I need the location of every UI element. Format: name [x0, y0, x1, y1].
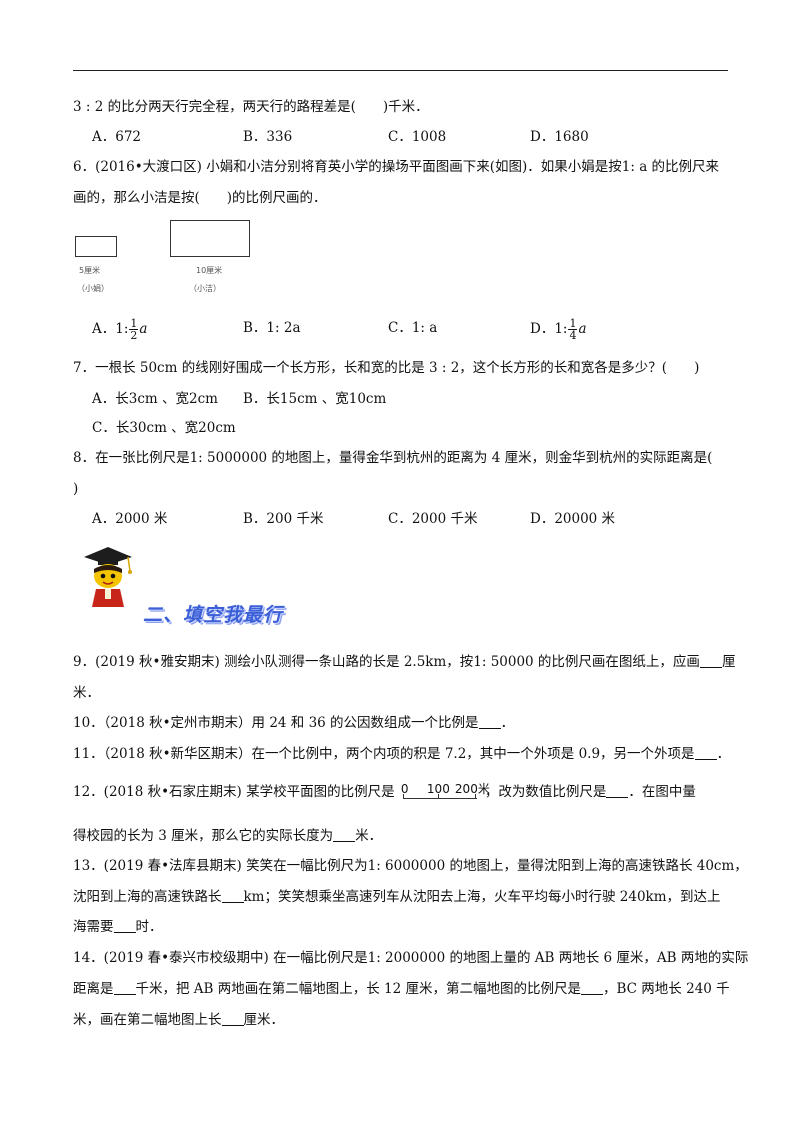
- answer-blank[interactable]: [221, 888, 244, 903]
- q6-option-a-suffix: a: [139, 321, 148, 337]
- q6-option-d-suffix: a: [578, 321, 587, 337]
- question-12-tail: ．在图中量: [628, 784, 696, 800]
- question-12-unit: 米．: [355, 828, 383, 844]
- figure-caption-length-2: 10厘米: [196, 266, 223, 275]
- q5-option-d: D．1680: [530, 129, 589, 145]
- question-13-text-2: 沈阳到上海的高速铁路长: [73, 889, 222, 905]
- q5-option-a: A．672: [92, 129, 142, 145]
- answer-blank[interactable]: [113, 918, 136, 933]
- question-14-unit: 厘米．: [243, 1012, 285, 1028]
- figure-rect-xiaojuan: [75, 236, 117, 257]
- header-rule: [73, 70, 728, 71]
- q7-option-b: B．长15cm 、宽10cm: [243, 391, 387, 407]
- graduate-mascot-icon: [84, 547, 132, 607]
- scale-label-0: 0: [400, 782, 409, 796]
- question-9-line1: 9．(2019 秋•雅安期末) 测绘小队测得一条山路的长是 2.5km，按1: …: [73, 652, 735, 672]
- answer-blank[interactable]: [113, 980, 136, 995]
- q5-option-b: B．336: [243, 129, 293, 145]
- question-14-text-2b: 千米，把 AB 两地画在第二幅地图上，长 12 厘米，第二幅地图的比例尺是: [135, 981, 582, 997]
- question-14-text-3: 米，画在第二幅地图上长: [73, 1012, 222, 1028]
- question-12-text-2: 得校园的长为 3 厘米，那么它的实际长度为: [73, 828, 334, 844]
- answer-blank[interactable]: [221, 1011, 244, 1026]
- question-13-text-2b: km；笑笑想乘坐高速列车从沈阳去上海，火车平均每小时行驶 240km，到达上: [243, 889, 721, 905]
- figure-caption-length-1: 5厘米: [79, 266, 101, 275]
- q7-option-a: A．长3cm 、宽2cm: [92, 391, 218, 407]
- question-13-text-3: 海需要: [73, 919, 114, 935]
- q5-option-c: C．1008: [388, 129, 447, 145]
- question-14-line3: 米，画在第二幅地图上长 厘米．: [73, 1010, 284, 1030]
- question-6-line1: 6．(2016•大渡口区) 小娟和小洁分别将育英小学的操场平面图画下来(如图)．…: [73, 159, 720, 175]
- answer-blank[interactable]: [581, 980, 604, 995]
- q8-option-b: B．200 千米: [243, 511, 324, 527]
- q6-option-b: B．1: 2a: [243, 320, 301, 336]
- question-13-line3: 海需要 时．: [73, 917, 163, 937]
- question-10-text: 10．（2018 秋•定州市期末）用 24 和 36 的公因数组成一个比例是: [73, 715, 479, 731]
- question-9-line2: 米．: [73, 685, 100, 701]
- answer-blank[interactable]: [333, 827, 356, 842]
- question-6-line2: 画的，那么小洁是按( )的比例尺画的．: [73, 190, 327, 206]
- scale-bar-line: [402, 798, 477, 799]
- question-9-unit: 厘: [721, 654, 736, 670]
- answer-blank[interactable]: [699, 653, 722, 668]
- question-12-line1: 12．(2018 秋•石家庄期末) 某学校平面图的比例尺是 0 100 200米…: [73, 782, 696, 802]
- question-14-text-2c: ，BC 两地长 240 千: [603, 981, 730, 997]
- section-title: 二、填空我最行: [143, 604, 284, 626]
- question-7-text: 7．一根长 50cm 的线刚好围成一个长方形，长和宽的比是 3 : 2，这个长方…: [73, 360, 700, 376]
- question-8-line1: 8．在一张比例尺是1: 5000000 的地图上，量得金华到杭州的距离为 4 厘…: [73, 450, 713, 466]
- fraction-denominator: 2: [130, 329, 138, 342]
- question-13-unit: 时．: [135, 919, 163, 935]
- question-12-mid: ，改为数值比例尺是: [484, 784, 607, 800]
- q8-option-c: C．2000 千米: [388, 511, 478, 527]
- scale-label-100: 100: [426, 782, 450, 796]
- question-14-text-2a: 距离是: [73, 981, 114, 997]
- question-11-text: 11．（2018 秋•新华区期末）在一个比例中，两个内项的积是 7.2，其中一个…: [73, 746, 695, 762]
- question-13-line1: 13．(2019 春•法库县期末) 笑笑在一幅比例尺为1: 6000000 的地…: [73, 858, 748, 874]
- question-12-line2: 得校园的长为 3 厘米，那么它的实际长度为 米．: [73, 826, 382, 846]
- question-14-line1: 14．(2019 春•泰兴市校级期中) 在一幅比例尺是1: 2000000 的地…: [73, 950, 749, 966]
- q6-option-d-prefix: D．1:: [530, 321, 568, 337]
- q6-option-a-prefix: A．1:: [92, 321, 129, 337]
- fraction-numerator: 1: [568, 317, 578, 330]
- answer-blank[interactable]: [606, 783, 629, 798]
- answer-blank[interactable]: [694, 745, 717, 760]
- scale-tick: [402, 794, 404, 799]
- q6-option-c: C．1: a: [388, 320, 438, 336]
- question-11: 11．（2018 秋•新华区期末）在一个比例中，两个内项的积是 7.2，其中一个…: [73, 744, 730, 764]
- fraction-numerator: 1: [129, 317, 139, 330]
- question-11-end: ．: [716, 746, 731, 762]
- question-9-text: 9．(2019 秋•雅安期末) 测绘小队测得一条山路的长是 2.5km，按1: …: [73, 654, 700, 670]
- question-10-end: ．: [500, 715, 515, 731]
- line-scale-bar: 0 100 200米: [400, 782, 490, 802]
- question-12-text: 12．(2018 秋•石家庄期末) 某学校平面图的比例尺是: [73, 784, 395, 800]
- figure-caption-name-2: （小洁）: [189, 284, 221, 293]
- answer-blank[interactable]: [478, 714, 501, 729]
- q7-option-c: C．长30cm 、宽20cm: [92, 420, 236, 436]
- q8-option-a: A．2000 米: [92, 511, 168, 527]
- question-10: 10．（2018 秋•定州市期末）用 24 和 36 的公因数组成一个比例是 ．: [73, 713, 514, 733]
- scale-tick: [437, 794, 439, 799]
- fraction-denominator: 4: [569, 329, 577, 342]
- q8-option-d: D．20000 米: [530, 511, 616, 527]
- scale-tick: [474, 794, 476, 799]
- question-13-line2: 沈阳到上海的高速铁路长 km；笑笑想乘坐高速列车从沈阳去上海，火车平均每小时行驶 …: [73, 887, 721, 907]
- question-5-text: 3 : 2 的比分两天行完全程，两天行的路程差是( )千米．: [73, 99, 429, 115]
- question-8-line2: ): [73, 481, 79, 497]
- figure-rect-xiaojie: [170, 220, 250, 257]
- scale-label-200: 200米: [454, 782, 490, 796]
- figure-caption-name-1: （小娟）: [77, 284, 109, 293]
- question-14-line2: 距离是 千米，把 AB 两地画在第二幅地图上，长 12 厘米，第二幅地图的比例尺是…: [73, 979, 730, 999]
